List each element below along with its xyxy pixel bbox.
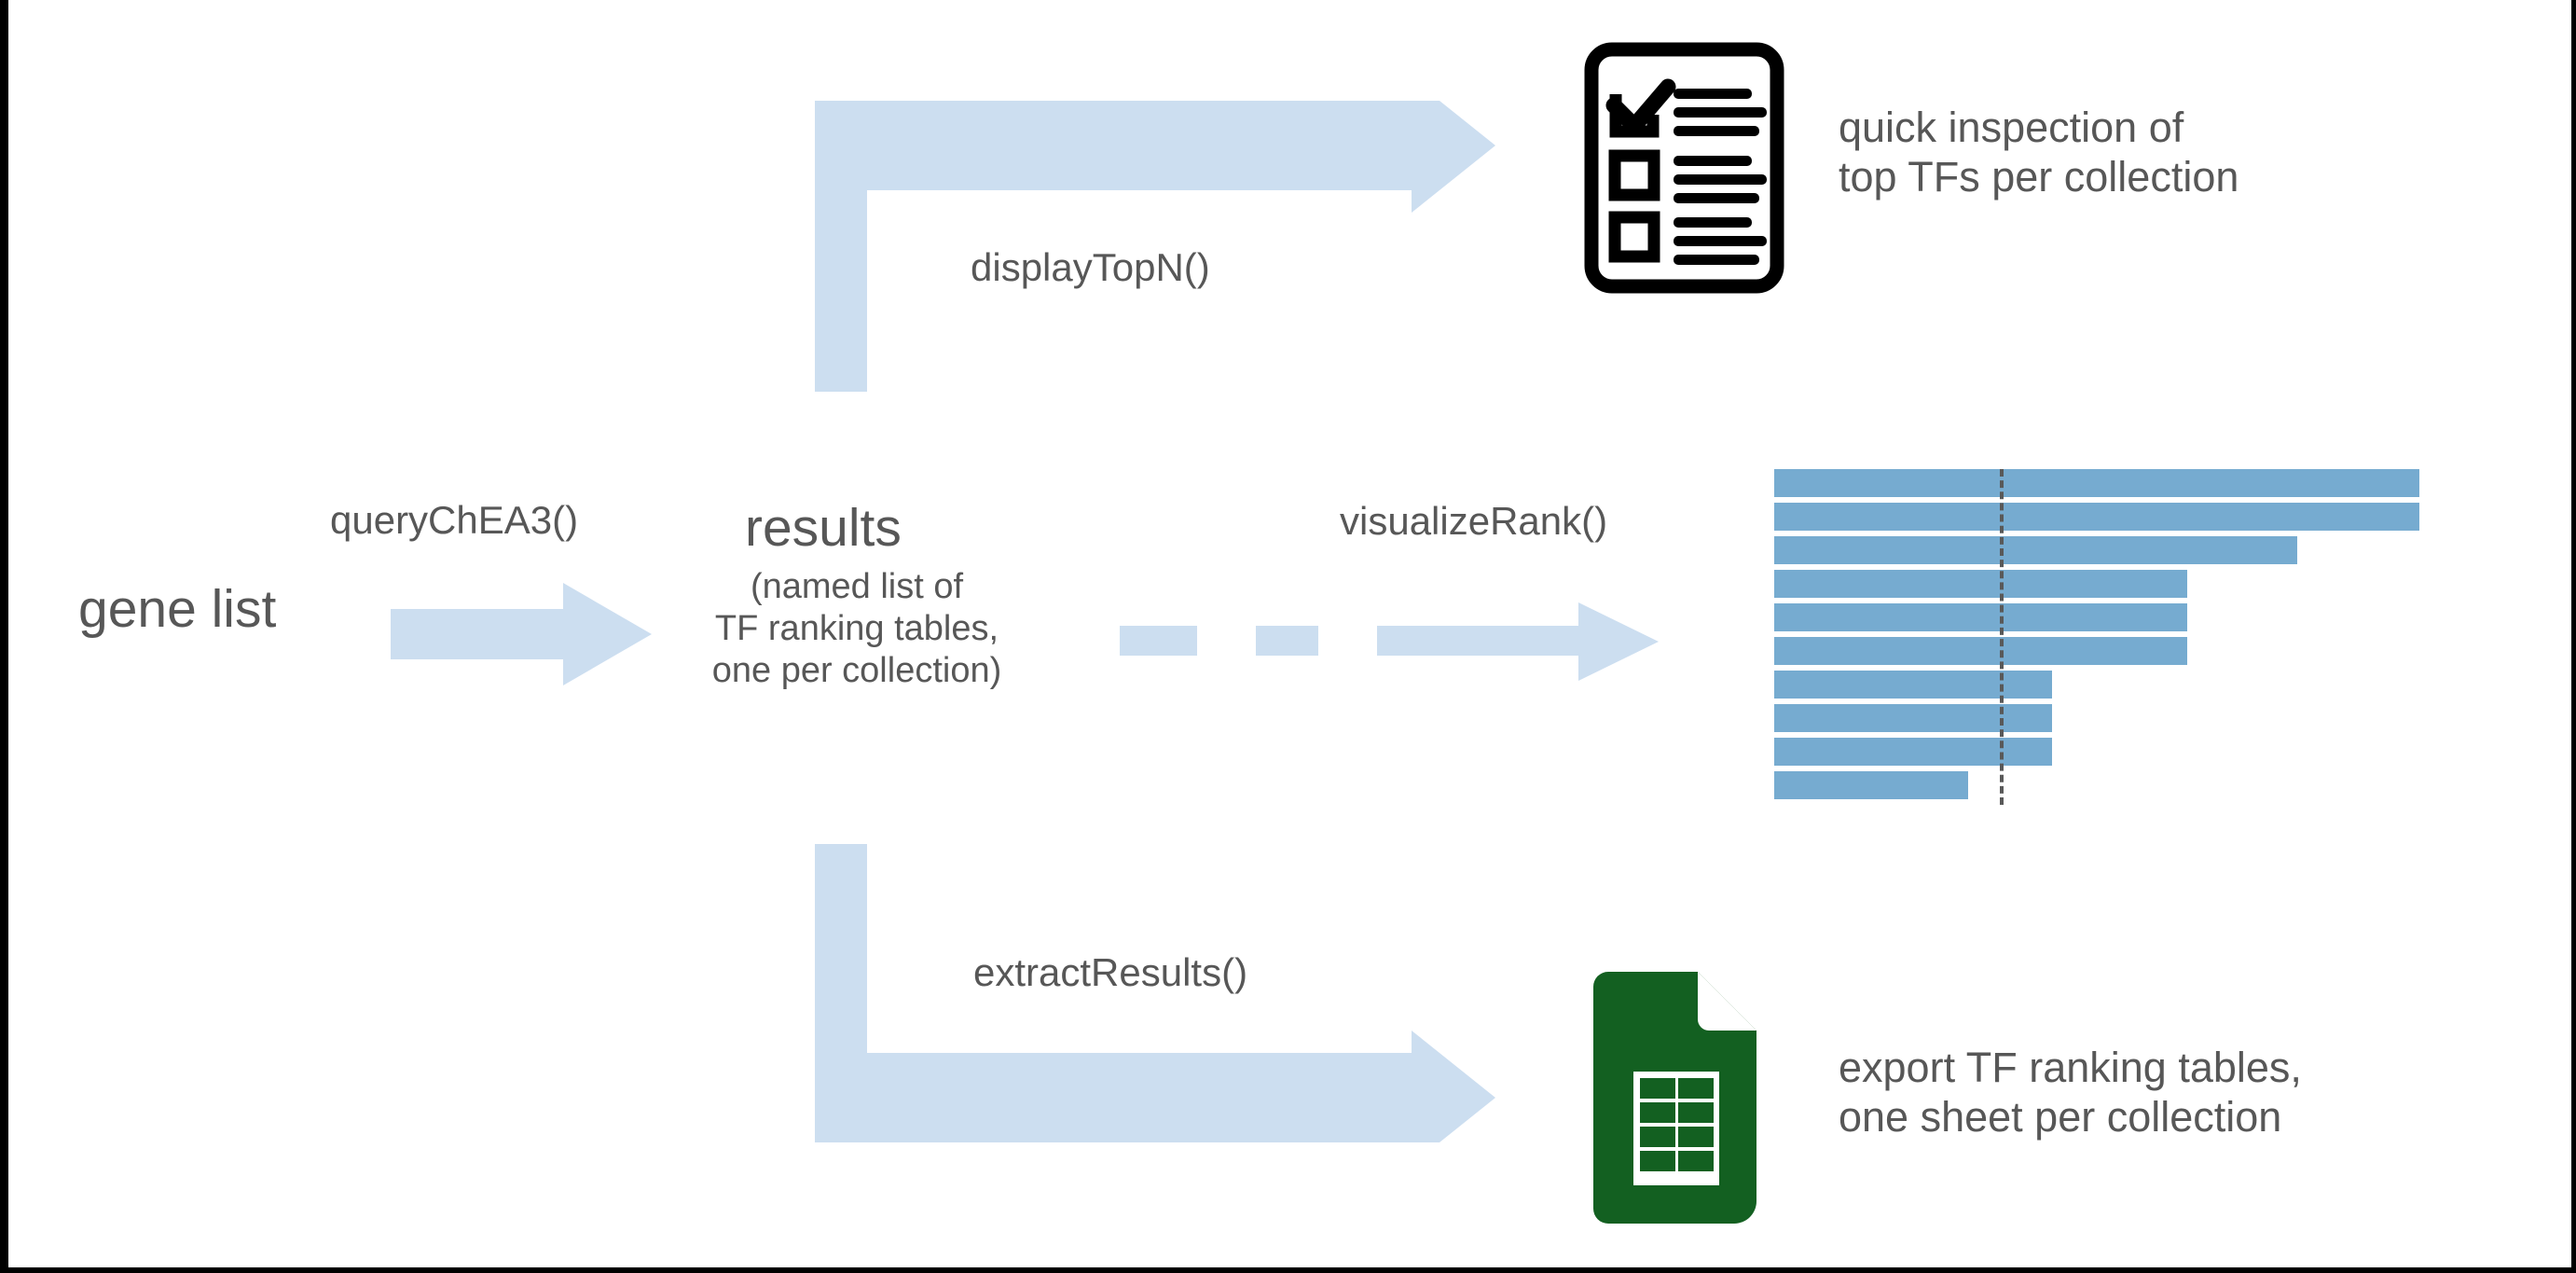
- gene-list-label: gene list: [78, 579, 277, 639]
- visualize-rank-function-label: visualizeRank(): [1340, 499, 1608, 543]
- bar-3: [1774, 536, 2297, 564]
- arrow-display-top-n: [815, 101, 1495, 392]
- bar-10: [1774, 771, 1968, 799]
- results-label: results: [745, 498, 902, 558]
- spreadsheet-caption: export TF ranking tables, one sheet per …: [1839, 1044, 2302, 1142]
- bar-4: [1774, 570, 2187, 598]
- arrow-visualize-rank-dashed: [1120, 602, 1659, 681]
- bar-5: [1774, 603, 2187, 631]
- bar-6: [1774, 637, 2187, 665]
- checklist-document-icon: [1584, 42, 1784, 294]
- arrow-extract-results: [815, 844, 1495, 1142]
- bar-1: [1774, 469, 2419, 497]
- checklist-caption: quick inspection of top TFs per collecti…: [1839, 104, 2239, 201]
- query-chea3-function-label: queryChEA3(): [330, 498, 579, 542]
- display-top-n-function-label: displayTopN(): [971, 245, 1210, 289]
- bar-9: [1774, 738, 2052, 766]
- results-sublabel: (named list of TF ranking tables, one pe…: [711, 567, 1002, 690]
- extract-results-function-label: extractResults(): [973, 950, 1248, 994]
- bar-8: [1774, 704, 2052, 732]
- bar-2: [1774, 503, 2419, 531]
- chart-threshold-dashed-line: [2000, 469, 2004, 805]
- tf-rank-bar-chart: [1774, 469, 2419, 805]
- spreadsheet-file-icon: [1593, 972, 1756, 1224]
- arrow-gene-list-to-results: [391, 583, 652, 685]
- bar-7: [1774, 671, 2052, 699]
